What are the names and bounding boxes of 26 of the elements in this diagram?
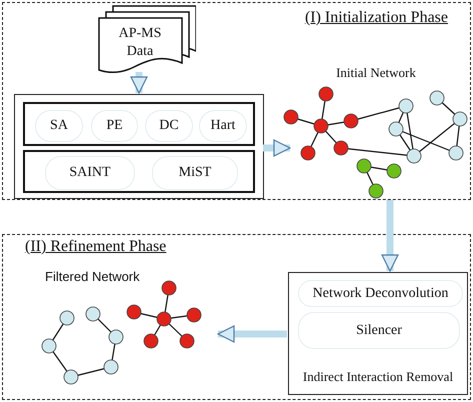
method-label: SA xyxy=(49,118,69,134)
network-title: Initial Network xyxy=(335,65,417,81)
method-group-box xyxy=(23,102,255,146)
block-arrow xyxy=(130,72,148,94)
network-panel xyxy=(283,65,469,199)
method-label: Network Deconvolution xyxy=(312,286,450,302)
block-arrow xyxy=(381,200,399,272)
method-box xyxy=(288,272,468,395)
phase-title: (I) Initialization Phase xyxy=(304,9,448,27)
method-label: SAINT xyxy=(68,165,112,181)
phase-title: (II) Refinement Phase xyxy=(25,238,166,256)
method-label: Silencer xyxy=(355,322,403,338)
document-label: AP-MS Data xyxy=(118,25,162,61)
box-label: Indirect Interaction Removal xyxy=(302,369,454,385)
method-label: Hart xyxy=(210,118,236,134)
method-label: DC xyxy=(158,118,180,134)
document-stack-shape xyxy=(98,5,196,75)
network-title: Filtered Network xyxy=(45,269,140,284)
block-arrow xyxy=(263,139,291,157)
phase-panel xyxy=(2,2,471,200)
phase-panel xyxy=(2,234,471,400)
method-box xyxy=(14,94,264,199)
block-arrow xyxy=(217,325,287,343)
method-group-box xyxy=(23,150,255,193)
method-label: PE xyxy=(105,118,124,134)
method-label: MiST xyxy=(178,165,212,181)
